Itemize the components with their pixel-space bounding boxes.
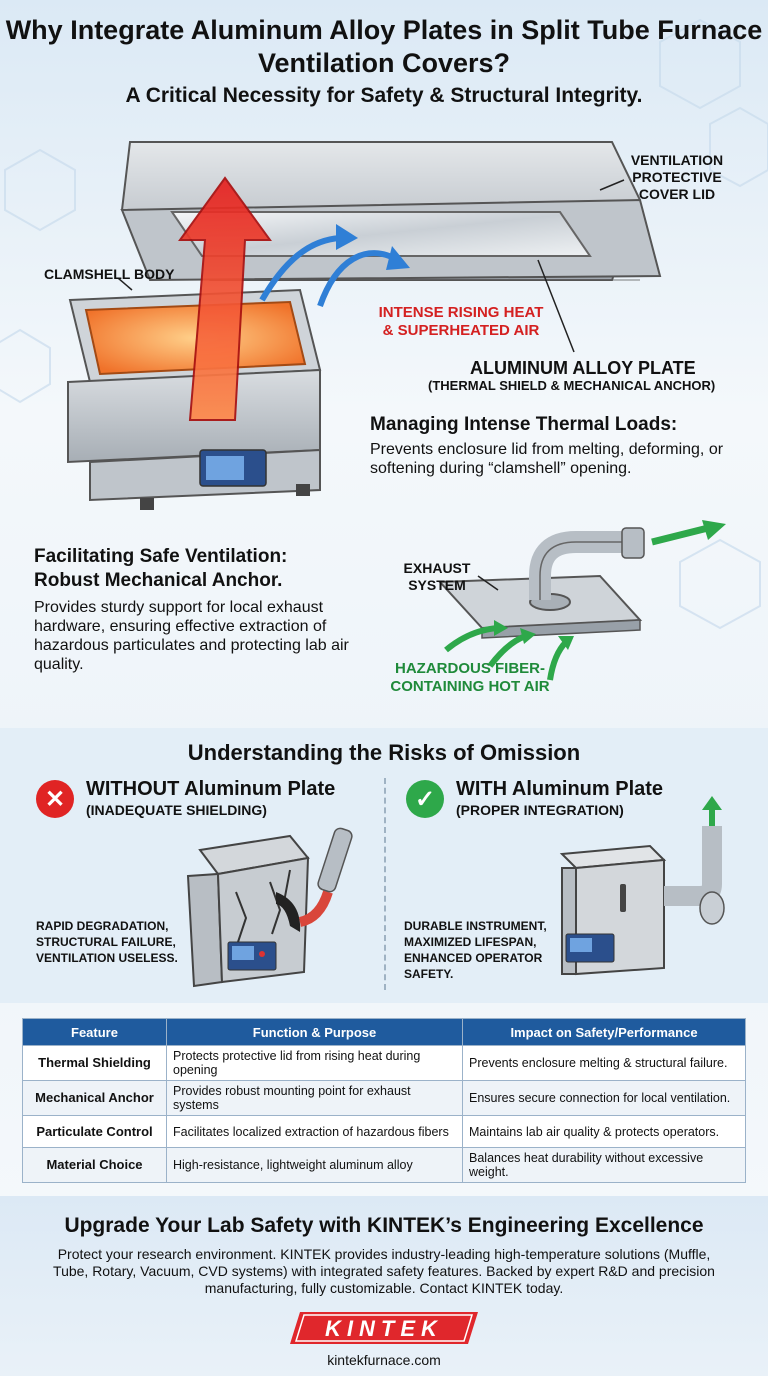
table-header-cell: Impact on Safety/Performance bbox=[462, 1018, 746, 1046]
protected-furnace-illustration bbox=[559, 796, 725, 976]
cover-lid-label: VENTILATION PROTECTIVE COVER LID bbox=[630, 152, 724, 202]
with-heading: WITH Aluminum Plate bbox=[456, 778, 664, 800]
table-row: Thermal Shielding Protects protective li… bbox=[22, 1045, 746, 1081]
ventilation-heading-2: Robust Mechanical Anchor. bbox=[34, 570, 283, 591]
table-row: Material Choice High-resistance, lightwe… bbox=[22, 1147, 746, 1183]
page-subtitle: A Critical Necessity for Safety & Struct… bbox=[125, 84, 643, 107]
risks-title: Understanding the Risks of Omission bbox=[187, 740, 581, 765]
table-cell: Particulate Control bbox=[22, 1115, 167, 1148]
page-title: Why Integrate Aluminum Alloy Plates in S… bbox=[5, 15, 763, 78]
thermal-body: Prevents enclosure lid from melting, def… bbox=[370, 441, 724, 477]
table-cell: Prevents enclosure melting & structural … bbox=[462, 1045, 746, 1081]
check-icon: ✓ bbox=[406, 780, 444, 818]
table-row: Particulate Control Facilitates localize… bbox=[22, 1115, 746, 1148]
cta-body: Protect your research environment. KINTE… bbox=[53, 1246, 715, 1296]
table-cell: Provides robust mounting point for exhau… bbox=[166, 1080, 463, 1116]
table-header-cell: Feature bbox=[22, 1018, 167, 1046]
degraded-furnace-illustration bbox=[186, 827, 353, 988]
table-cell: Thermal Shielding bbox=[22, 1045, 167, 1081]
exhaust-label: EXHAUST SYSTEM bbox=[403, 560, 471, 593]
x-icon: ✕ bbox=[36, 780, 74, 818]
table-cell: Material Choice bbox=[22, 1147, 167, 1183]
plate-label: ALUMINUM ALLOY PLATE bbox=[470, 358, 696, 378]
ventilation-body: Provides sturdy support for local exhaus… bbox=[34, 599, 349, 673]
table-cell: Mechanical Anchor bbox=[22, 1080, 167, 1116]
thermal-heading: Managing Intense Thermal Loads: bbox=[370, 414, 678, 435]
table-header-row: Feature Function & Purpose Impact on Saf… bbox=[22, 1018, 746, 1046]
table-header-cell: Function & Purpose bbox=[166, 1018, 463, 1046]
logo-text: KINTEK bbox=[325, 1316, 443, 1341]
hero-illustration bbox=[67, 141, 662, 510]
aluminum-plate-shape bbox=[170, 211, 592, 257]
heat-arrow bbox=[178, 176, 272, 421]
ventilation-heading-1: Facilitating Safe Ventilation: bbox=[34, 546, 288, 567]
table-cell: Balances heat durability without excessi… bbox=[462, 1147, 746, 1183]
clamshell-body-label: CLAMSHELL BODY bbox=[44, 266, 175, 282]
exhaust-illustration bbox=[437, 520, 726, 681]
with-note: DURABLE INSTRUMENT, MAXIMIZED LIFESPAN, … bbox=[404, 919, 547, 981]
table-cell: Maintains lab air quality & protects ope… bbox=[462, 1115, 746, 1148]
with-sub: (PROPER INTEGRATION) bbox=[456, 802, 624, 818]
comparison-table: Feature Function & Purpose Impact on Saf… bbox=[22, 1018, 746, 1183]
without-heading: WITHOUT Aluminum Plate bbox=[86, 778, 336, 800]
without-note: RAPID DEGRADATION, STRUCTURAL FAILURE, V… bbox=[36, 919, 178, 965]
risks-divider bbox=[384, 778, 386, 990]
plate-sublabel: (THERMAL SHIELD & MECHANICAL ANCHOR) bbox=[428, 378, 716, 393]
heat-label: INTENSE RISING HEAT & SUPERHEATED AIR bbox=[378, 304, 544, 339]
table-cell: Facilitates localized extraction of haza… bbox=[166, 1115, 463, 1148]
table-row: Mechanical Anchor Provides robust mounti… bbox=[22, 1080, 746, 1116]
table-cell: Protects protective lid from rising heat… bbox=[166, 1045, 463, 1081]
table-cell: Ensures secure connection for local vent… bbox=[462, 1080, 746, 1116]
without-sub: (INADEQUATE SHIELDING) bbox=[86, 802, 267, 818]
table-cell: High-resistance, lightweight aluminum al… bbox=[166, 1147, 463, 1183]
kintek-logo[interactable]: KINTEK bbox=[290, 1310, 478, 1346]
footer-band bbox=[0, 1196, 768, 1376]
hazard-label: HAZARDOUS FIBER-CONTAINING HOT AIR bbox=[390, 660, 550, 695]
cta-title: Upgrade Your Lab Safety with KINTEK’s En… bbox=[64, 1214, 704, 1237]
website-link[interactable]: kintekfurnace.com bbox=[327, 1352, 441, 1368]
